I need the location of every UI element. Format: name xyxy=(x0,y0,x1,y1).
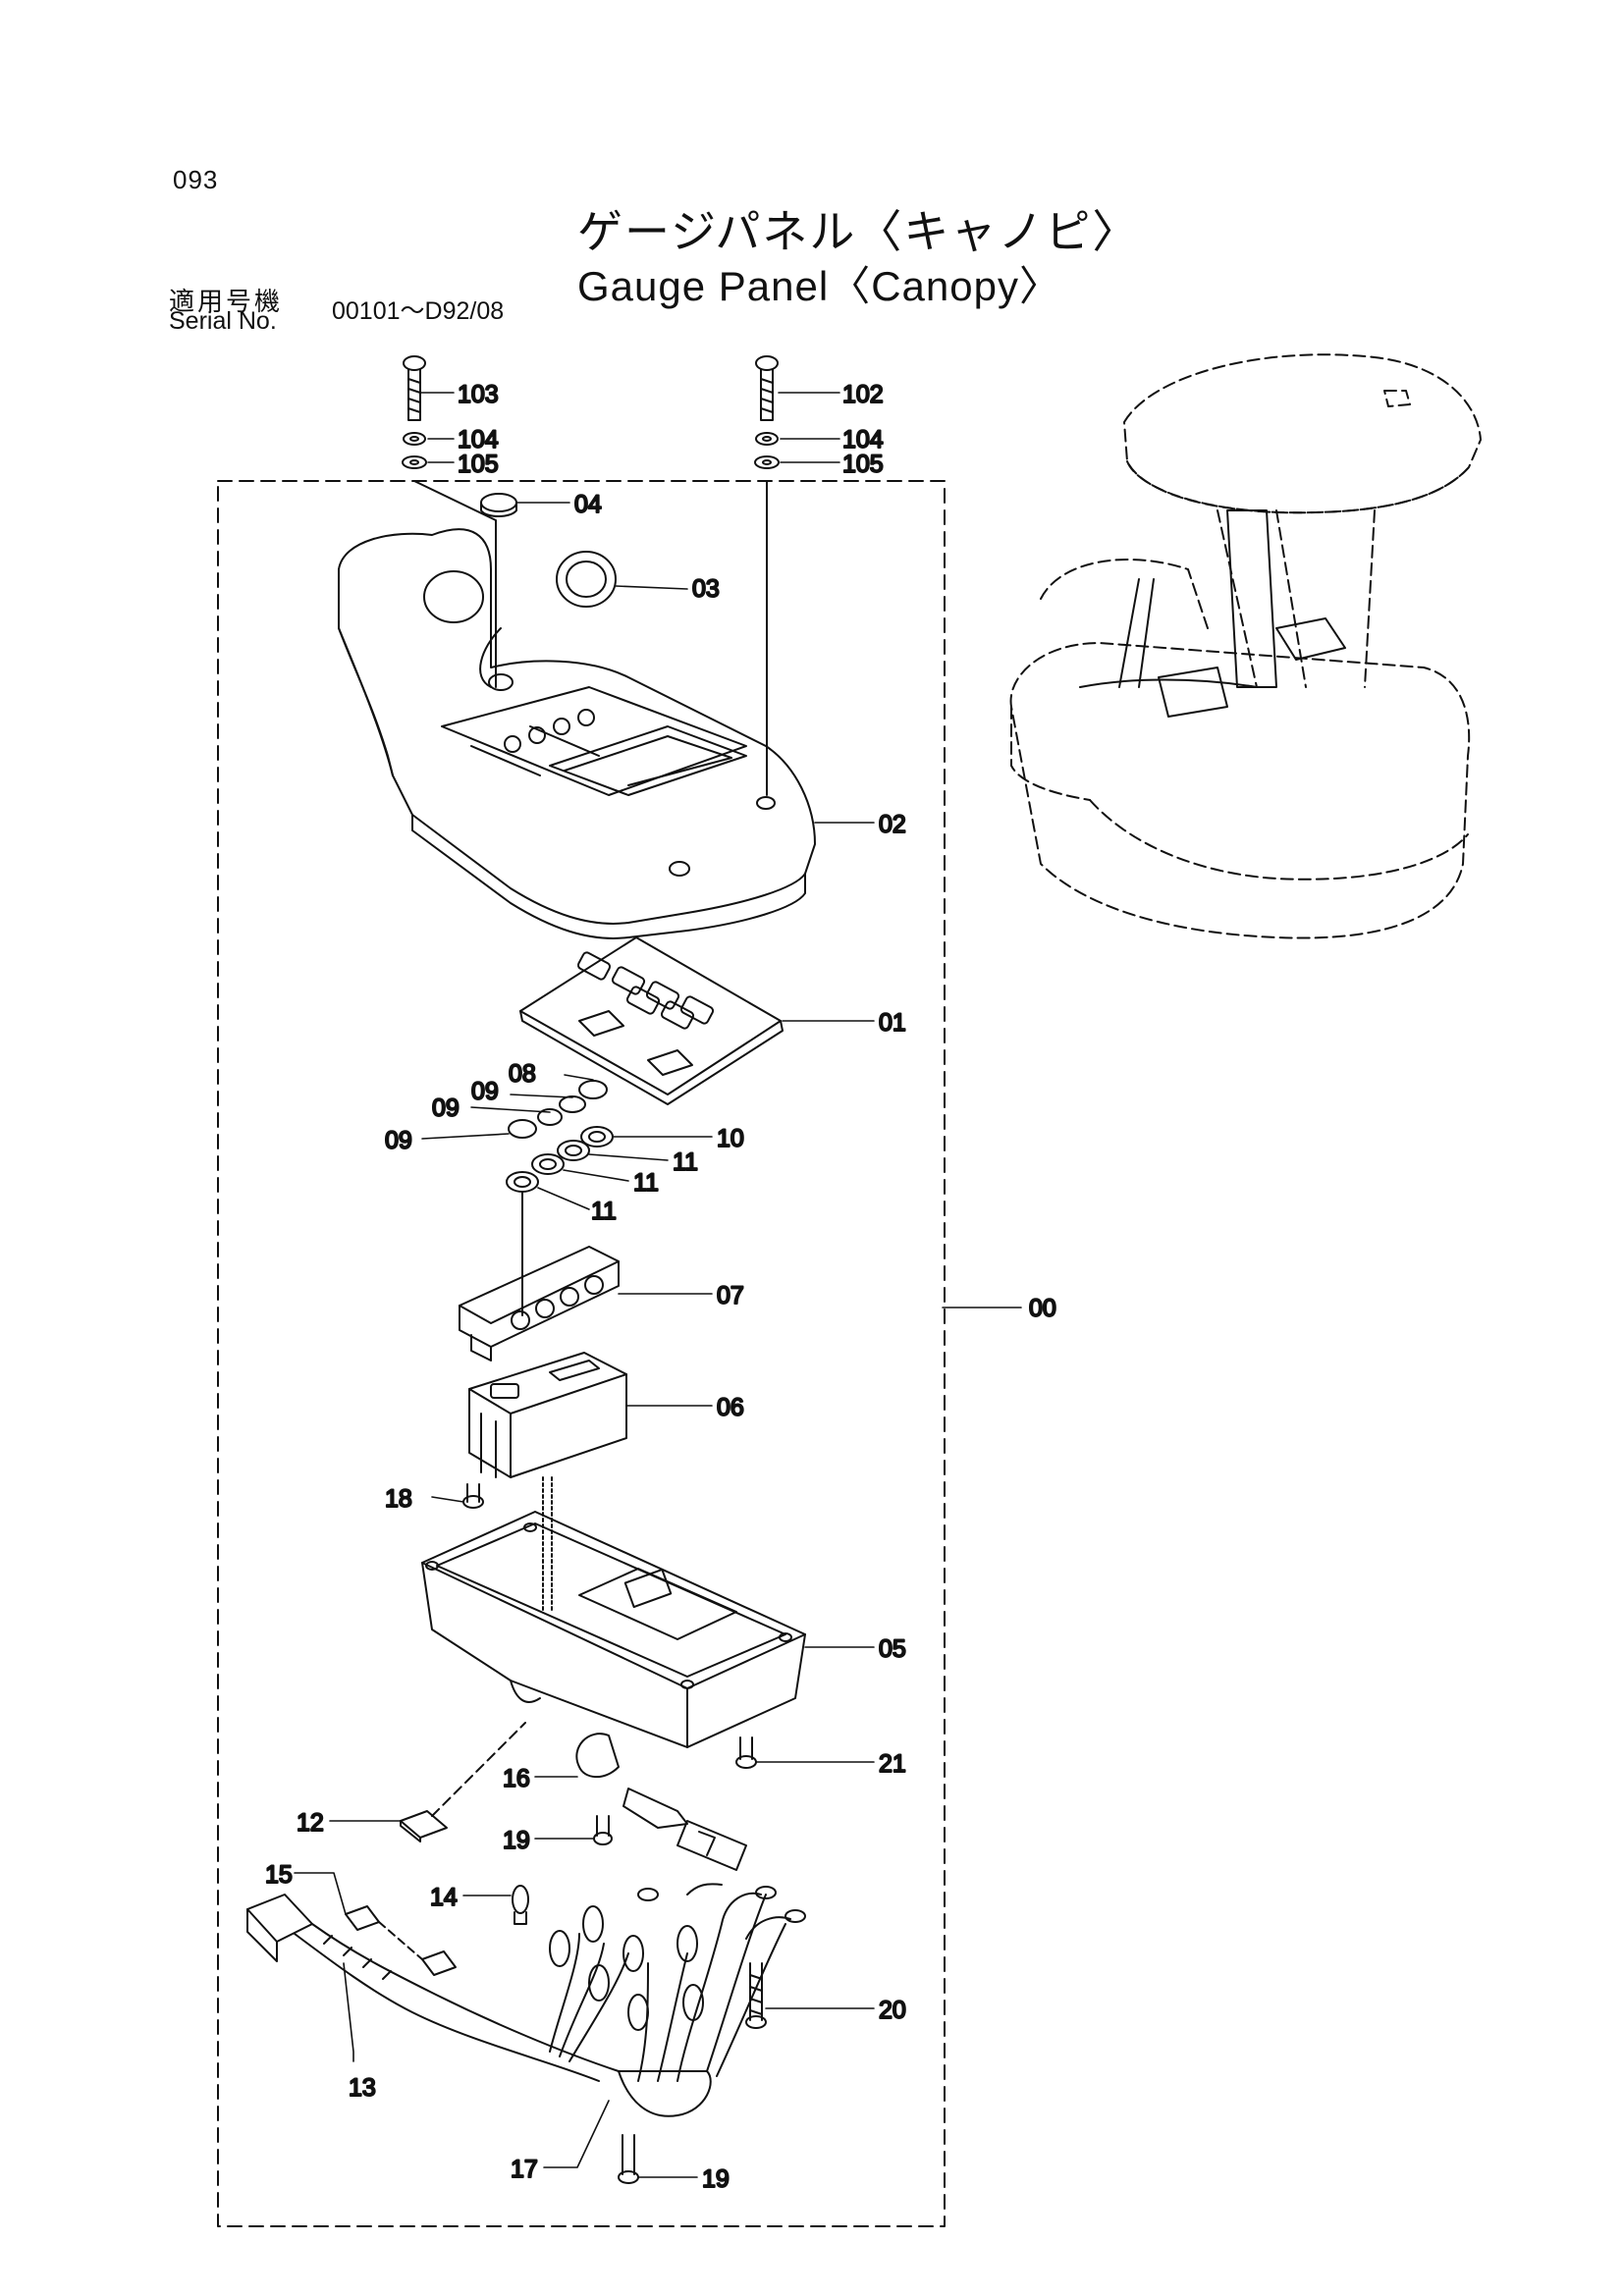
callout-105-b: 105 xyxy=(842,451,884,478)
connector-plug xyxy=(622,1788,747,1871)
canopy-controls-illustration xyxy=(1079,509,1346,718)
screw-103 xyxy=(403,355,426,421)
connector-guide-line xyxy=(378,1921,423,1960)
page-title-english: Gauge Panel〈Canopy〉 xyxy=(577,263,1061,309)
page-number: 093 xyxy=(173,165,219,194)
callout-17: 17 xyxy=(511,2156,538,2183)
callout-13: 13 xyxy=(349,2074,376,2102)
assembly-boundary xyxy=(217,480,946,2227)
callout-03: 03 xyxy=(692,575,720,603)
button-holder-07 xyxy=(459,1246,620,1362)
ring-terminals xyxy=(637,1883,806,1940)
screw-19-lower xyxy=(618,2134,639,2184)
screw-19-upper xyxy=(593,1815,613,1845)
screw-20 xyxy=(745,1962,767,2029)
callout-15: 15 xyxy=(265,1861,293,1889)
callout-11-c: 11 xyxy=(591,1198,617,1225)
gauge-unit-06 xyxy=(468,1352,627,1478)
callout-12: 12 xyxy=(297,1809,324,1837)
clip-guide-line xyxy=(431,1722,526,1817)
callout-06: 06 xyxy=(717,1394,744,1421)
callout-20: 20 xyxy=(879,1997,906,2024)
screw-guide-lines xyxy=(413,480,768,796)
callout-08: 08 xyxy=(509,1060,536,1088)
callout-11-a: 11 xyxy=(673,1148,698,1176)
callout-16: 16 xyxy=(503,1765,530,1792)
callout-01: 01 xyxy=(879,1009,906,1037)
leader-lines xyxy=(294,392,1022,2178)
bulb-14 xyxy=(512,1885,529,1925)
callout-09-a: 09 xyxy=(471,1078,499,1105)
callout-103: 103 xyxy=(458,381,499,408)
serial-label-english: Serial No. xyxy=(169,307,277,335)
callout-104-b: 104 xyxy=(842,426,884,454)
serial-label-japanese: 適用号機 xyxy=(169,287,284,316)
callout-19-b: 19 xyxy=(702,2165,730,2193)
serial-range: 00101～D92/08 xyxy=(332,297,505,325)
ring-03 xyxy=(556,551,617,608)
callout-10: 10 xyxy=(717,1125,744,1152)
callout-04: 04 xyxy=(574,491,602,518)
screw-102 xyxy=(755,355,779,421)
washers-104-105 xyxy=(402,432,780,469)
wire-harness-13 xyxy=(246,1894,786,2117)
screw-21 xyxy=(735,1736,757,1769)
callout-105-a: 105 xyxy=(458,451,499,478)
clip-12 xyxy=(400,1810,448,1842)
callout-11-b: 11 xyxy=(633,1169,659,1197)
callout-labels: 00 01 02 03 04 05 06 07 08 09 09 09 10 1… xyxy=(264,380,1057,2194)
callout-21: 21 xyxy=(879,1750,906,1778)
callout-05: 05 xyxy=(879,1635,906,1663)
callout-104-a: 104 xyxy=(458,426,499,454)
callout-02: 02 xyxy=(879,811,906,838)
callout-18: 18 xyxy=(385,1485,412,1513)
clamp-16 xyxy=(575,1733,620,1779)
callout-09-c: 09 xyxy=(385,1127,412,1154)
screw-18 xyxy=(462,1483,484,1509)
panel-plate-01 xyxy=(519,936,784,1105)
callout-00: 00 xyxy=(1029,1295,1056,1322)
cap-04 xyxy=(480,493,517,517)
callout-07: 07 xyxy=(717,1282,744,1309)
callout-09-b: 09 xyxy=(432,1095,460,1122)
callout-102: 102 xyxy=(842,381,884,408)
page-title-japanese: ゲージパネル〈キャノピ〉 xyxy=(577,206,1140,257)
callout-19-a: 19 xyxy=(503,1827,530,1854)
canopy-machine-illustration xyxy=(1009,353,1482,939)
gauge-panel-cover-02 xyxy=(338,528,816,939)
callout-14: 14 xyxy=(430,1884,458,1911)
case-05 xyxy=(421,1511,806,1748)
cable-stem xyxy=(542,1476,553,1611)
